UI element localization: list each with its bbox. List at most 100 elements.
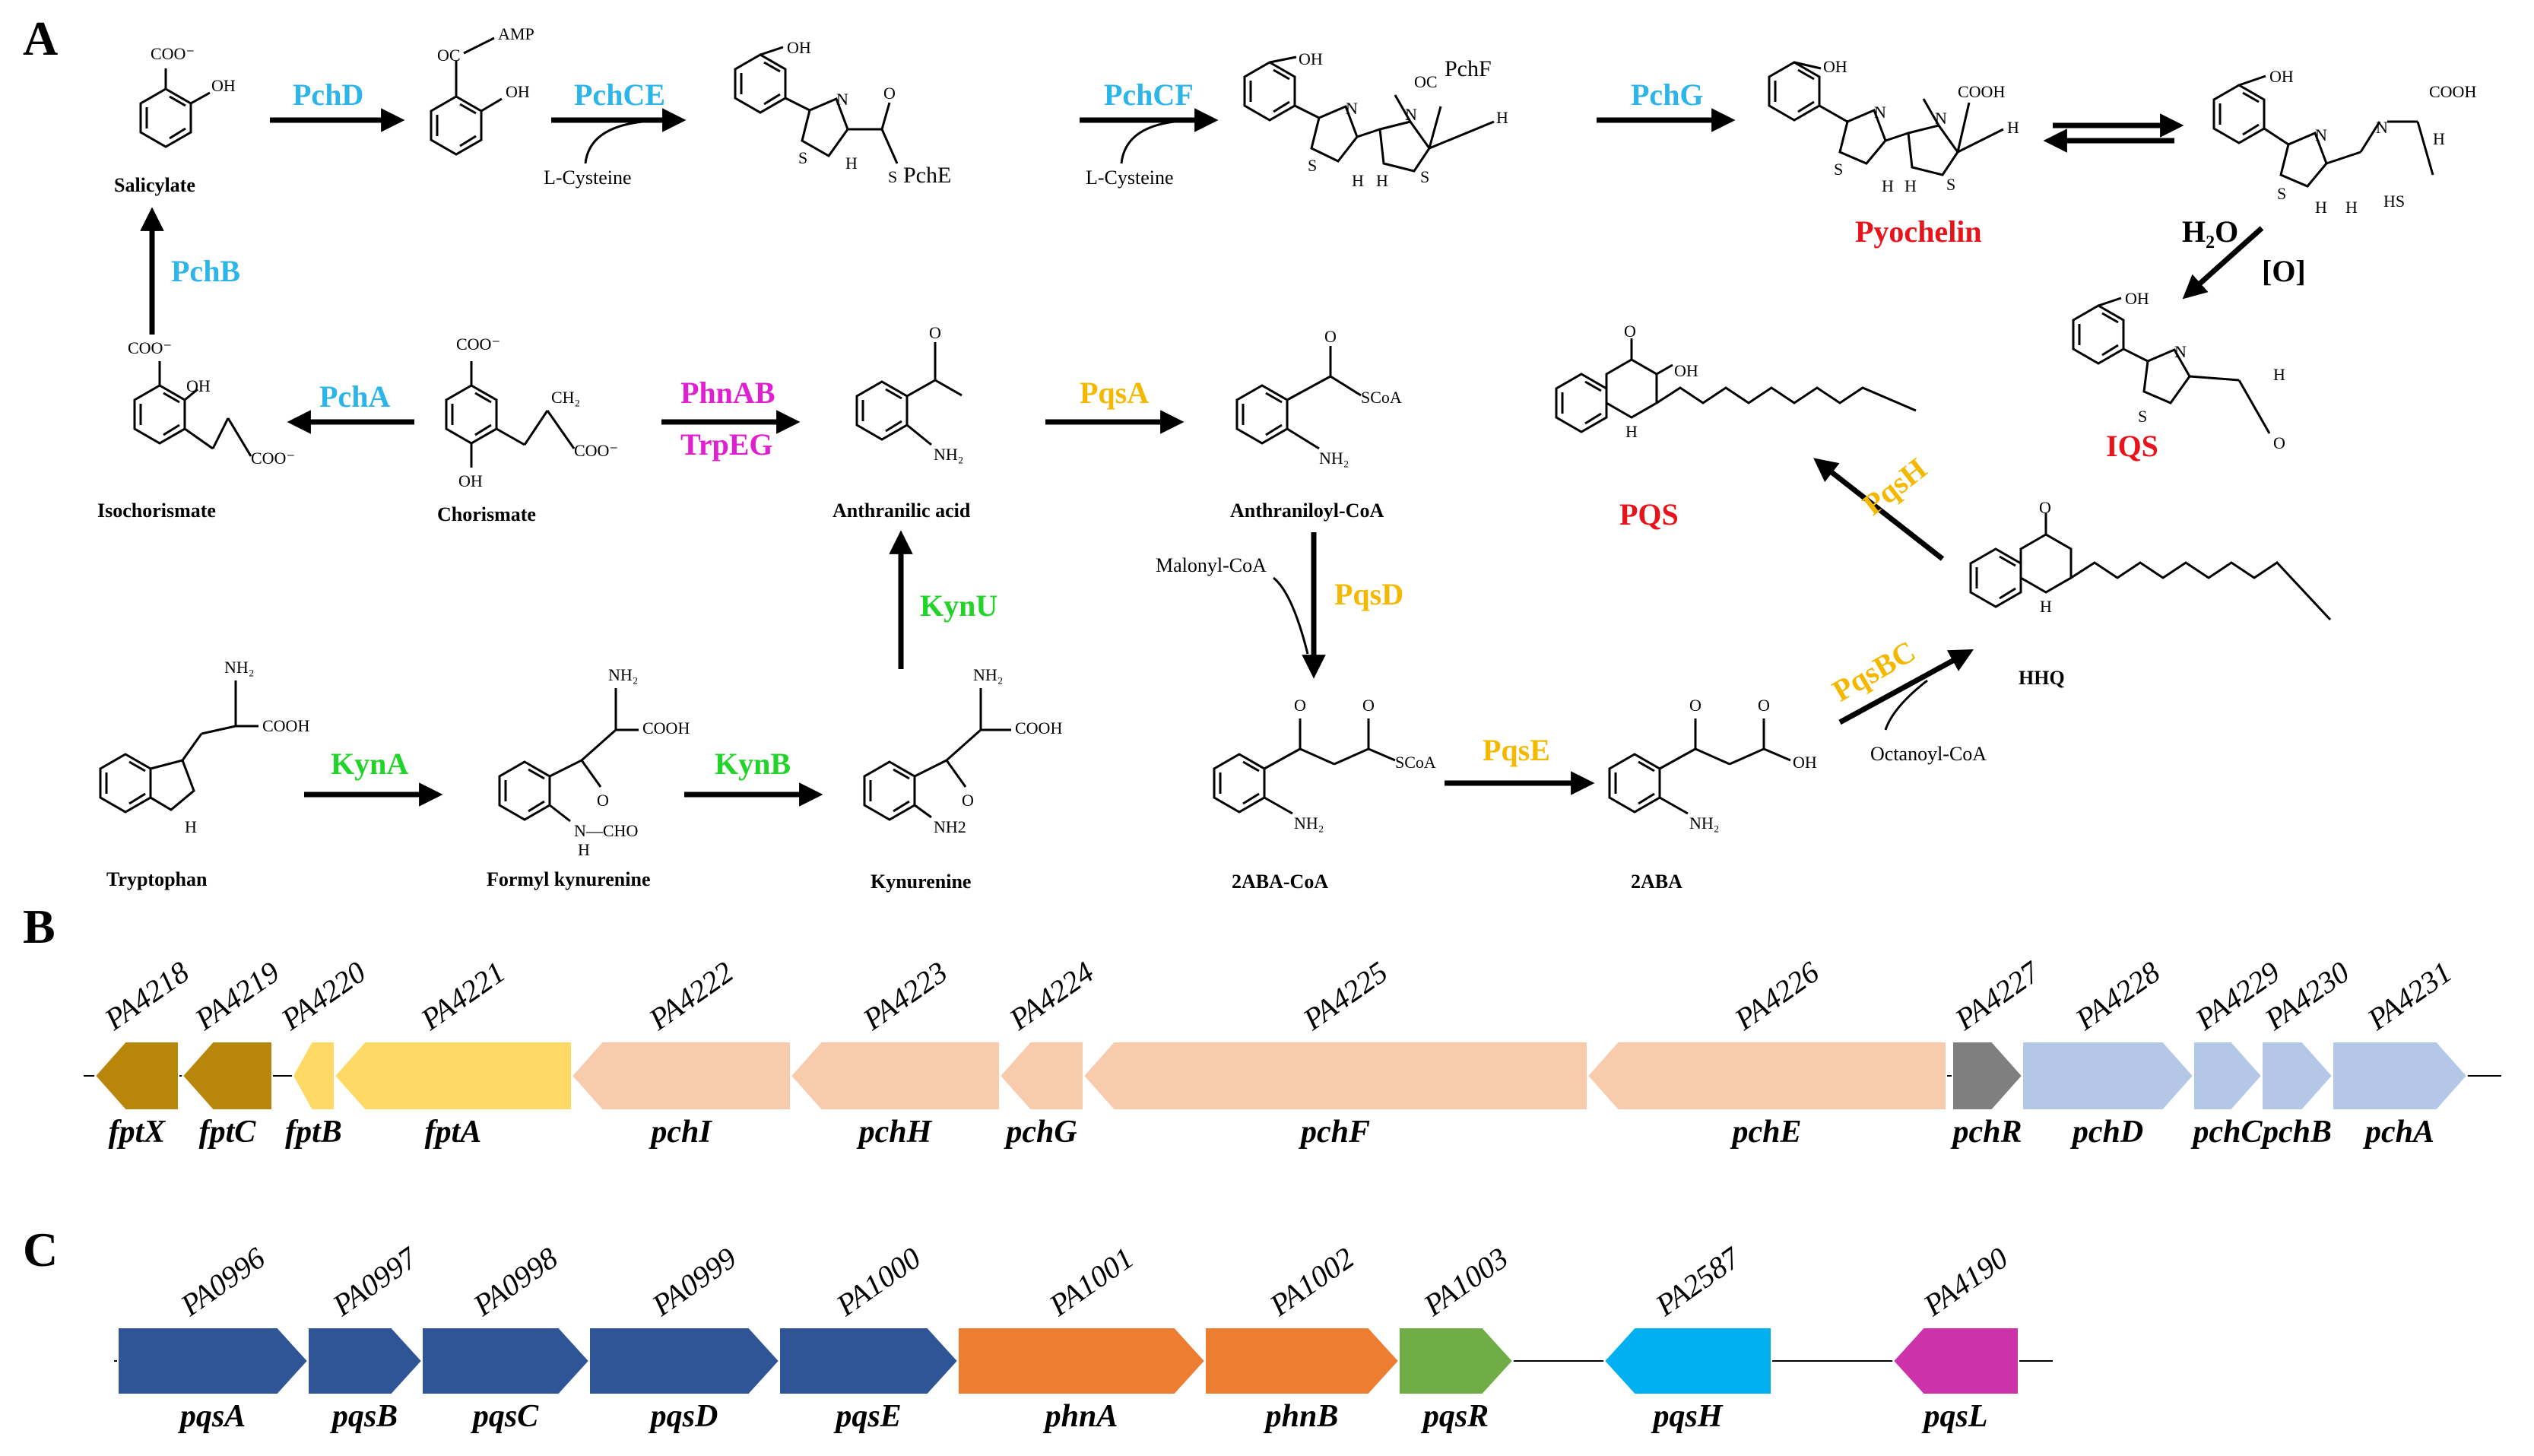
enzyme-pcha: PchA — [319, 379, 390, 414]
label-2aba: 2ABA — [1631, 871, 1682, 893]
gene-arrow-pqsH — [1603, 1327, 1772, 1395]
gene-locus-pa4228: PA4228 — [2069, 955, 2166, 1037]
svg-text:OH: OH — [1299, 49, 1323, 68]
panel-label-c: C — [23, 1223, 58, 1277]
svg-text:N: N — [2315, 125, 2327, 144]
svg-text:O: O — [1624, 322, 1636, 341]
svg-text:O: O — [597, 791, 609, 810]
enzyme-kynu: KynU — [920, 588, 997, 623]
cosubstrate-curve — [584, 120, 643, 164]
gene-arrow-pchG — [998, 1041, 1084, 1111]
svg-text:NH₂: NH₂ — [224, 658, 254, 677]
svg-text:NH₂: NH₂ — [1294, 814, 1324, 833]
svg-text:O: O — [962, 791, 974, 810]
gene-locus-pa4224: PA4224 — [1003, 955, 1100, 1037]
svg-text:CH₂: CH₂ — [551, 388, 580, 407]
cosubstrate-malonyl-coa: Malonyl-CoA — [1156, 554, 1267, 576]
svg-text:H: H — [2345, 198, 2358, 217]
gene-arrow-pchI — [570, 1041, 791, 1111]
gene-locus-pa0998: PA0998 — [467, 1241, 564, 1323]
svg-text:H: H — [845, 154, 858, 173]
cosubstrate-l-cysteine-1: L-Cysteine — [544, 167, 632, 189]
gene-name-pchR: pchR — [1950, 1115, 2022, 1150]
svg-text:H: H — [1625, 422, 1638, 441]
svg-text:N: N — [2376, 118, 2388, 137]
gene-arrow-pqsE — [779, 1327, 959, 1395]
enzyme-pchd: PchD — [293, 78, 363, 112]
svg-text:H: H — [2273, 365, 2285, 384]
gene-locus-pa4218: PA4218 — [98, 955, 195, 1037]
gene-locus-pa4222: PA4222 — [642, 955, 740, 1037]
gene-name-pchB: pchB — [2260, 1115, 2332, 1150]
svg-text:O: O — [2273, 433, 2285, 452]
svg-text:H: H — [578, 840, 590, 859]
gene-locus-pa0999: PA0999 — [645, 1241, 743, 1323]
svg-text:S: S — [888, 167, 897, 186]
atom-coo: COO⁻ — [151, 44, 195, 63]
salicyl-amp-structure: OC AMP OH — [430, 24, 534, 156]
gene-locus-pa4190: PA4190 — [1917, 1241, 2014, 1323]
enzyme-pchcf: PchCF — [1104, 78, 1194, 112]
svg-text:O: O — [2039, 498, 2051, 517]
anthranilic-acid-structure: O NH₂ — [855, 323, 963, 464]
cosubstrate-curve — [1884, 679, 1928, 731]
gene-name-pchI: pchI — [649, 1115, 712, 1150]
enzyme-pqsh: PqsH — [1856, 451, 1933, 522]
svg-text:O: O — [1294, 696, 1306, 715]
svg-text:OH: OH — [787, 38, 811, 57]
hhq-structure: O H — [1969, 498, 2332, 621]
svg-text:NH₂: NH₂ — [608, 665, 638, 684]
chorismate-structure: COO⁻ OH CH₂ COO⁻ — [445, 335, 618, 490]
gene-arrow-phnB — [1204, 1327, 1400, 1395]
cluster-pch: PA4218fptXPA4219fptCPA4220fptBPA4221fptA… — [94, 953, 2469, 1150]
svg-text:H: H — [2007, 118, 2019, 137]
panel-label-b: B — [23, 899, 56, 953]
tryptophan-structure: NH₂ COOH H — [99, 658, 309, 836]
gene-locus-pa4219: PA4219 — [189, 955, 286, 1037]
svg-text:S: S — [1834, 160, 1843, 179]
gene-name-pqsL: pqsL — [1922, 1399, 1988, 1434]
product-pyochelin: Pyochelin — [1855, 214, 1982, 249]
gene-locus-pa1000: PA1000 — [829, 1241, 927, 1323]
gene-arrow-fptC — [181, 1041, 273, 1111]
gene-arrow-pqsD — [588, 1327, 781, 1395]
svg-text:COOH: COOH — [642, 718, 690, 738]
svg-text:N: N — [1874, 103, 1886, 122]
enzyme-pchce: PchCE — [574, 78, 665, 112]
anthraniloyl-coa-structure: O SCoA NH₂ — [1235, 327, 1402, 468]
product-pqs: PQS — [1619, 497, 1679, 531]
label-chorismate: Chorismate — [437, 503, 536, 525]
gene-locus-pa4221: PA4221 — [414, 955, 512, 1037]
intermediate-thiazoline-pche: OH N S H O S PchE — [734, 38, 951, 188]
gene-name-fptC: fptC — [199, 1115, 257, 1150]
gene-arrow-pchA — [2332, 1041, 2469, 1111]
svg-text:NH₂: NH₂ — [934, 445, 963, 464]
gene-arrow-pqsA — [117, 1327, 309, 1395]
svg-text:H: H — [1904, 176, 1917, 195]
gene-arrow-pchD — [2022, 1041, 2195, 1111]
svg-text:OC: OC — [1414, 72, 1438, 91]
svg-text:COOH: COOH — [2429, 82, 2476, 101]
enzyme-pchg: PchG — [1631, 78, 1704, 112]
svg-text:COOH: COOH — [262, 716, 309, 735]
arrow-to-iqs — [2182, 226, 2264, 300]
enzyme-pqsa: PqsA — [1080, 376, 1149, 410]
label-anthraniloyl-coa: Anthraniloyl-CoA — [1230, 500, 1384, 522]
svg-text:COOH: COOH — [1015, 718, 1062, 738]
pyochelin-structure: OH N S N S H H COOH H — [1768, 57, 2019, 195]
gene-name-pchD: pchD — [2070, 1115, 2143, 1150]
svg-text:O: O — [929, 323, 941, 342]
cluster-pqs: PA0996pqsAPA0997pqsBPA0998pqsCPA0999pqsD… — [117, 1239, 2019, 1434]
label-2aba-coa: 2ABA-CoA — [1232, 871, 1328, 893]
gene-locus-pa4227: PA4227 — [1949, 953, 2047, 1037]
gene-arrow-fptA — [333, 1041, 572, 1111]
gene-name-pqsE: pqsE — [833, 1399, 901, 1434]
enzyme-pqsd: PqsD — [1334, 577, 1403, 611]
cosubstrate-curve — [1120, 120, 1175, 164]
svg-text:O: O — [1362, 696, 1375, 715]
svg-text:NH₂: NH₂ — [1689, 814, 1719, 833]
svg-text:S: S — [798, 148, 807, 167]
svg-text:H: H — [185, 817, 197, 836]
gene-name-fptX: fptX — [109, 1115, 167, 1150]
